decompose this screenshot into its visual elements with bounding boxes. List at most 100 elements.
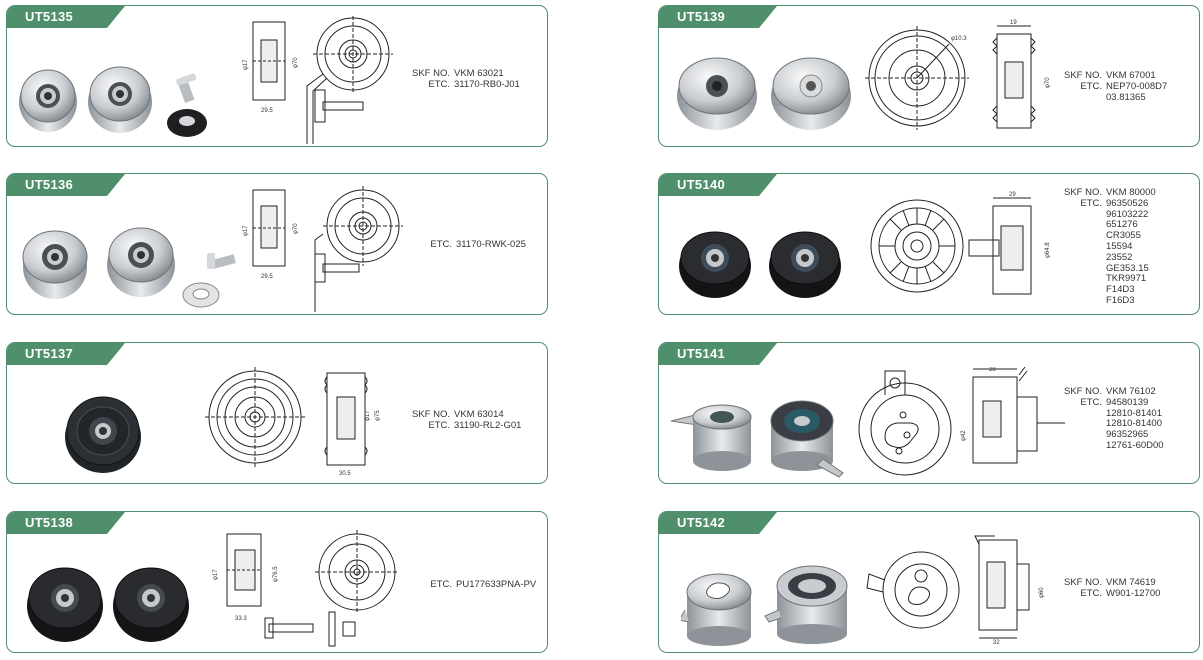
dimension-label: φ70 xyxy=(1045,77,1051,88)
etc-number: 94580139 xyxy=(1106,396,1149,408)
dimension-label: 30.5 xyxy=(339,471,351,477)
etc-number: 12761-60D00 xyxy=(1106,439,1164,451)
dimension-label: 28 xyxy=(989,367,996,373)
etc-number: GE353.15 xyxy=(1106,262,1149,274)
skf-label: SKF NO. xyxy=(1064,577,1103,588)
spec-block: SKF NO.VKM 67001 ETC. NEP70-008D7 03.8136… xyxy=(1064,70,1168,103)
etc-number: W901-12700 xyxy=(1106,587,1161,599)
etc-number: CR3055 xyxy=(1106,230,1141,242)
dimension-label: 19 xyxy=(1010,20,1017,26)
etc-number: 15594 xyxy=(1106,240,1133,252)
product-code: UT5142 xyxy=(677,515,726,530)
spec-block: SKF NO.VKM 63014 ETC. 31190-RL2-G01 xyxy=(412,409,522,432)
product-photo xyxy=(65,396,141,473)
etc-number: 12810-81400 xyxy=(1106,418,1162,430)
technical-drawing: φ17 φ76.5 33.3 xyxy=(213,530,399,647)
spec-block: SKF NO.VKM 74619 ETC. W901-12700 xyxy=(1064,577,1161,600)
etc-number: 31190-RL2-G01 xyxy=(454,419,522,431)
spec-block: SKF NO.VKM 63021 ETC.31170-RB0-J01 xyxy=(412,68,520,91)
technical-drawing: φ17 φ70 29.5 xyxy=(243,16,393,144)
product-code-tag: UT5136 xyxy=(7,174,125,196)
etc-label: ETC. xyxy=(1080,396,1102,408)
product-photo xyxy=(22,227,236,308)
etc-label: ETC. xyxy=(1080,197,1102,209)
dimension-label: φ17 xyxy=(243,59,249,70)
etc-label: ETC. xyxy=(430,239,452,250)
skf-label: SKF NO. xyxy=(1064,70,1103,81)
product-code-tag: UT5141 xyxy=(659,343,777,365)
product-code: UT5139 xyxy=(677,9,726,24)
etc-number: 12810-81401 xyxy=(1106,407,1162,419)
etc-label: ETC. xyxy=(1080,80,1102,92)
etc-number: 31170-RB0-J01 xyxy=(454,78,520,90)
product-photo xyxy=(670,400,844,478)
skf-number: VKM 67001 xyxy=(1106,70,1156,81)
product-photo xyxy=(679,231,841,298)
technical-drawing: 28 φ42 xyxy=(858,367,1065,476)
skf-number: VKM 63014 xyxy=(454,409,504,420)
product-code: UT5141 xyxy=(677,346,726,361)
dimension-label: 32 xyxy=(993,640,1000,646)
product-code: UT5135 xyxy=(25,9,74,24)
etc-number: NEP70-008D7 xyxy=(1106,80,1168,92)
skf-label: SKF NO. xyxy=(412,409,451,420)
product-card-ut5138: UT5138 φ17 φ76.5 33.3 ETC. PU177633PNA-PV xyxy=(6,511,548,653)
etc-number: 651276 xyxy=(1106,219,1138,231)
product-code-tag: UT5142 xyxy=(659,512,777,534)
skf-number: VKM 74619 xyxy=(1106,577,1156,588)
product-code: UT5140 xyxy=(677,177,726,192)
etc-label: ETC. xyxy=(428,419,450,431)
product-code: UT5136 xyxy=(25,177,74,192)
etc-number: 03.81365 xyxy=(1106,91,1146,103)
etc-number: 23552 xyxy=(1106,251,1133,263)
technical-drawing: φ17 φ70 29.5 xyxy=(243,186,403,312)
dimension-label: φ70 xyxy=(293,57,299,68)
product-photo xyxy=(19,66,207,137)
skf-number: VKM 76102 xyxy=(1106,386,1156,397)
skf-number: VKM 80000 xyxy=(1106,187,1156,198)
product-photo xyxy=(27,567,189,642)
product-card-ut5141: UT5141 28 φ42 SKF NO.VKM 76102 ETC. 94580… xyxy=(658,342,1200,484)
product-card-ut5140: UT5140 29 φ64.8 SKF NO.VKM 80000 ETC.963… xyxy=(658,173,1200,315)
product-card-ut5142: UT5142 φ60 32 SKF NO.VKM 74619 ETC. W901-… xyxy=(658,511,1200,653)
etc-number: 31170-RWK-025 xyxy=(456,239,526,250)
dimension-label: φ60 xyxy=(1039,587,1045,598)
dimension-label: φ17 xyxy=(365,410,371,421)
spec-block: ETC. PU177633PNA-PV xyxy=(428,579,537,591)
skf-label: SKF NO. xyxy=(412,68,451,79)
product-code: UT5137 xyxy=(25,346,74,361)
etc-label: ETC. xyxy=(1080,587,1102,599)
product-photo xyxy=(677,57,851,130)
etc-number: F16D3 xyxy=(1106,294,1135,306)
dimension-label: 33.3 xyxy=(235,616,247,622)
product-card-ut5135: UT5135 φ17 φ70 29.5 SKF NO.VKM 63021 ETC… xyxy=(6,5,548,147)
dimension-label: φ76.5 xyxy=(273,566,279,582)
product-code-tag: UT5139 xyxy=(659,6,777,28)
dimension-label: 29.5 xyxy=(261,274,273,280)
product-code-tag: UT5140 xyxy=(659,174,777,196)
technical-drawing: φ10.3 19 φ70 xyxy=(865,20,1051,130)
etc-number: PU177633PNA-PV xyxy=(456,579,537,590)
technical-drawing: 29 φ64.8 xyxy=(870,192,1051,295)
dimension-label: 29.5 xyxy=(261,108,273,114)
product-code: UT5138 xyxy=(25,515,74,530)
dimension-label: φ10.3 xyxy=(951,36,967,42)
dimension-label: 29 xyxy=(1009,192,1016,198)
dimension-label: φ64.8 xyxy=(1045,242,1051,258)
spec-block: SKF NO.VKM 80000 ETC.96350526 96103222 6… xyxy=(1064,187,1156,307)
dimension-label: φ75 xyxy=(375,410,381,421)
skf-label: SKF NO. xyxy=(1064,386,1103,397)
product-card-ut5136: UT5136 φ17 φ70 29.5 ETC. 31170-RWK-025 xyxy=(6,173,548,315)
product-photo xyxy=(681,565,848,646)
product-code-tag: UT5138 xyxy=(7,512,125,534)
product-card-ut5139: UT5139 φ10.3 19 φ70 SKF NO.VKM 67001 ETC… xyxy=(658,5,1200,147)
dimension-label: φ70 xyxy=(293,223,299,234)
dimension-label: φ42 xyxy=(961,430,967,441)
etc-number: 96103222 xyxy=(1106,208,1149,220)
product-card-ut5137: UT5137 φ17 φ75 30.5 SKF NO.VKM 63014 ETC… xyxy=(6,342,548,484)
etc-number: 96350526 xyxy=(1106,197,1149,209)
product-code-tag: UT5135 xyxy=(7,6,125,28)
etc-label: ETC. xyxy=(430,579,452,590)
product-code-tag: UT5137 xyxy=(7,343,125,365)
dimension-label: φ17 xyxy=(243,225,249,236)
